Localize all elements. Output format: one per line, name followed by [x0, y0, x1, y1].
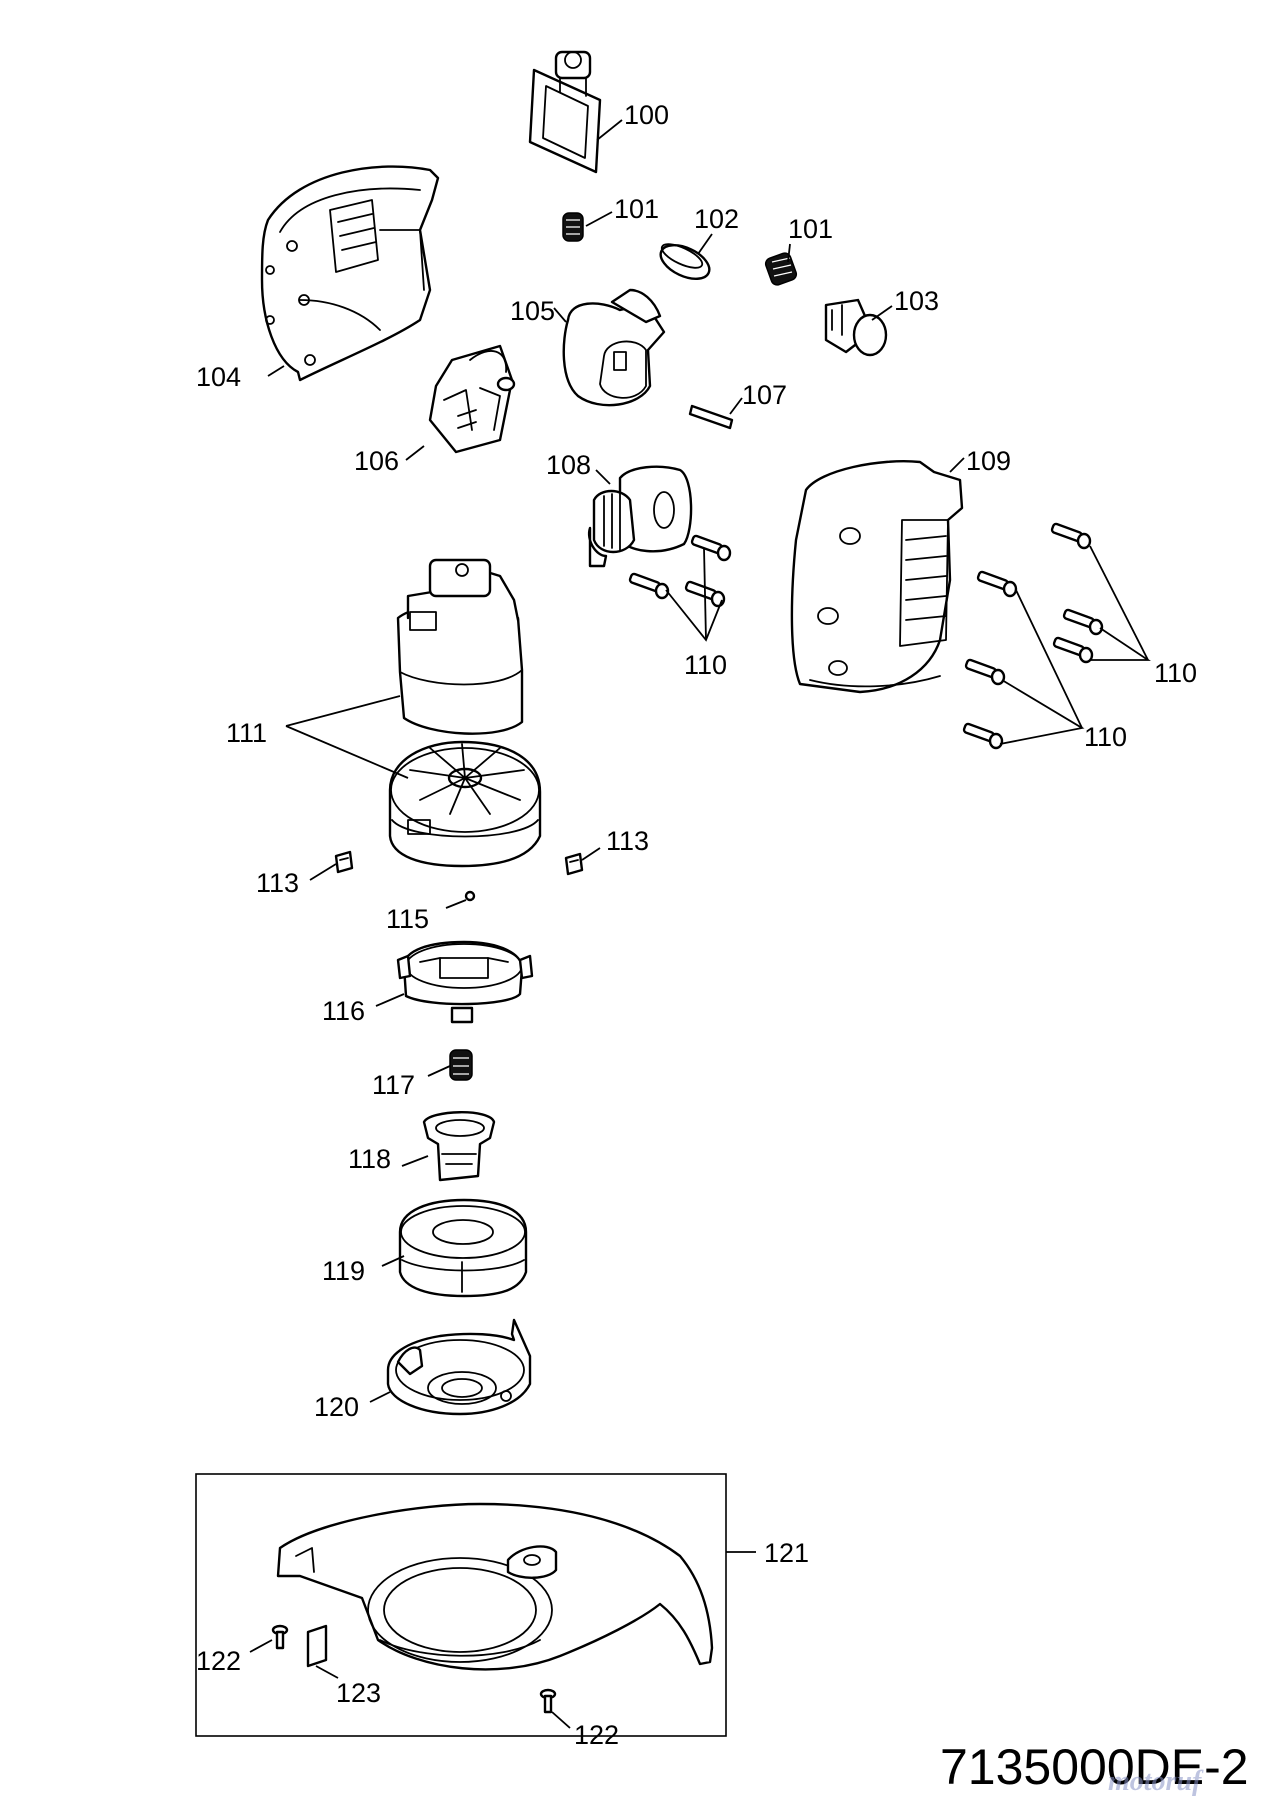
- part-115-ball: [464, 890, 476, 902]
- part-111-fan: [388, 740, 542, 868]
- part-110-screws: [628, 522, 1104, 750]
- part-116-spool-carrier: [396, 940, 534, 1024]
- label-111: 111: [226, 718, 267, 748]
- watermark: motoruf: [1108, 1766, 1204, 1797]
- label-107: 107: [742, 380, 787, 410]
- part-119-spool: [398, 1198, 528, 1298]
- part-106-terminal-block: [428, 344, 516, 454]
- label-105: 105: [510, 296, 555, 326]
- label-120: 120: [314, 1392, 359, 1422]
- part-103-switch-knob: [824, 298, 888, 357]
- part-101-spring-left: [562, 212, 584, 242]
- part-118-spool-hub: [422, 1111, 496, 1182]
- part-122-screw-left: [271, 1624, 289, 1650]
- label-110-c: 110: [1084, 722, 1127, 752]
- leader-lines: [249, 119, 1151, 1729]
- part-108-bearing-housing: [587, 465, 693, 568]
- label-118: 118: [348, 1144, 391, 1174]
- part-120-spool-cover: [386, 1318, 532, 1416]
- label-103: 103: [894, 286, 939, 316]
- label-117: 117: [372, 1070, 415, 1100]
- part-109-front-housing: [790, 460, 964, 694]
- screw: [1062, 608, 1104, 636]
- label-123: 123: [336, 1678, 381, 1708]
- screw: [684, 580, 726, 608]
- screw: [690, 534, 732, 562]
- part-117-spring: [449, 1049, 473, 1081]
- label-119: 119: [322, 1256, 365, 1286]
- part-111-motor: [396, 558, 524, 735]
- screw: [628, 572, 670, 600]
- label-101-right: 101: [788, 214, 833, 244]
- label-110-a: 110: [684, 650, 727, 680]
- label-100: 100: [624, 100, 669, 130]
- label-108: 108: [546, 450, 591, 480]
- label-122-left: 122: [196, 1646, 241, 1676]
- screw: [964, 658, 1006, 686]
- part-122-screw-bottom: [539, 1688, 557, 1714]
- label-113-right: 113: [606, 826, 649, 856]
- part-104-rear-housing: [260, 165, 440, 382]
- drawing-code: 7135000DE-2: [940, 1739, 1249, 1795]
- part-100-switch-frame: [528, 50, 602, 174]
- label-106: 106: [354, 446, 399, 476]
- screw: [1052, 636, 1094, 664]
- label-104: 104: [196, 362, 241, 392]
- label-109: 109: [966, 446, 1011, 476]
- label-115: 115: [386, 904, 429, 934]
- label-113-left: 113: [256, 868, 299, 898]
- part-113-clip-right: [564, 852, 584, 876]
- part-101-spring-right: [764, 252, 798, 286]
- part-102-button-cap: [659, 243, 711, 280]
- part-121-guard-box: [195, 1473, 727, 1737]
- screw: [1050, 522, 1092, 550]
- label-101-left: 101: [614, 194, 659, 224]
- part-105-switch-housing: [562, 288, 666, 407]
- label-102: 102: [694, 204, 739, 234]
- label-116: 116: [322, 996, 365, 1026]
- label-122-bottom: 122: [574, 1720, 619, 1750]
- part-labels: 100 101 101 102 103 104 105 106 107 108 …: [196, 100, 1197, 1750]
- label-110-b: 110: [1154, 658, 1197, 688]
- part-107-pin: [688, 404, 734, 430]
- label-121: 121: [764, 1538, 809, 1568]
- screw: [976, 570, 1018, 598]
- part-113-clip-left: [334, 850, 354, 874]
- part-123-label-plate: [306, 1624, 328, 1668]
- screw: [962, 722, 1004, 750]
